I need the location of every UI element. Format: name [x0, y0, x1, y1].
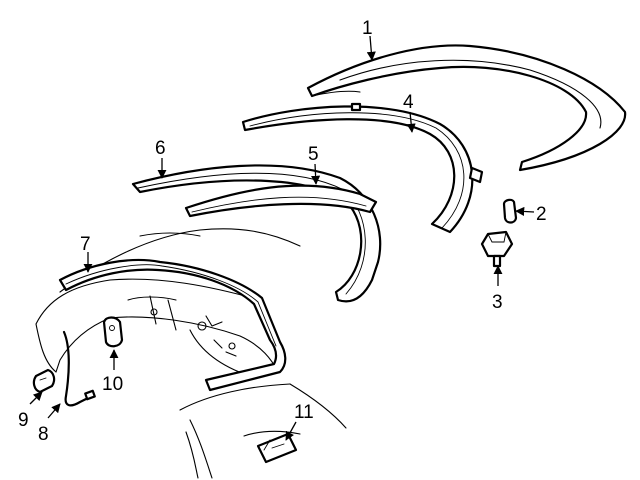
- leader-1: [366, 35, 376, 61]
- part-11-striker: [256, 432, 298, 464]
- leader-11: [285, 421, 297, 441]
- callout-7: 7: [80, 234, 91, 255]
- leader-8: [47, 403, 61, 419]
- callout-6: 6: [155, 138, 166, 159]
- part-8-cable: [62, 330, 96, 407]
- part-1-trim-panel: [306, 44, 627, 172]
- part-2-clip: [502, 198, 518, 224]
- part-3-fastener: [480, 230, 514, 268]
- leader-4: [406, 111, 416, 133]
- leader-9: [29, 391, 43, 405]
- callout-8: 8: [38, 424, 49, 445]
- leader-2: [515, 206, 535, 216]
- callout-labels: 1 2 3 4 5 6 7 8 9 10 11: [18, 18, 547, 445]
- callout-1: 1: [362, 18, 373, 39]
- part-9-bracket: [32, 368, 56, 394]
- leader-lines: [29, 35, 535, 441]
- callout-2: 2: [536, 204, 547, 225]
- callout-11: 11: [294, 402, 314, 423]
- callout-10: 10: [102, 374, 123, 395]
- callout-5: 5: [308, 144, 319, 165]
- part-5-seal: [184, 184, 378, 218]
- leader-5: [311, 163, 321, 185]
- callout-3: 3: [492, 292, 503, 313]
- callout-4: 4: [403, 92, 414, 113]
- part-7-deck-seal: [58, 258, 287, 392]
- part-10-latch: [102, 316, 124, 348]
- callout-9: 9: [18, 410, 29, 431]
- part-4-retainer: [241, 102, 484, 234]
